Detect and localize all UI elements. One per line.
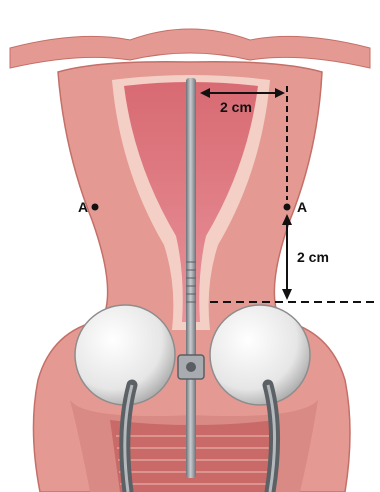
left-ovoid-sphere — [75, 305, 175, 405]
top-dimension-label: 2 cm — [220, 99, 252, 115]
point-a-right-label: A — [297, 199, 307, 215]
side-dimension-arrow-bottom — [282, 289, 292, 300]
right-ovoid-sphere — [210, 305, 310, 405]
clamp-screw — [186, 362, 196, 372]
point-a-right — [284, 204, 291, 211]
side-dimension-label: 2 cm — [297, 249, 329, 265]
point-a-left-label: A — [78, 199, 88, 215]
point-a-left — [92, 204, 99, 211]
